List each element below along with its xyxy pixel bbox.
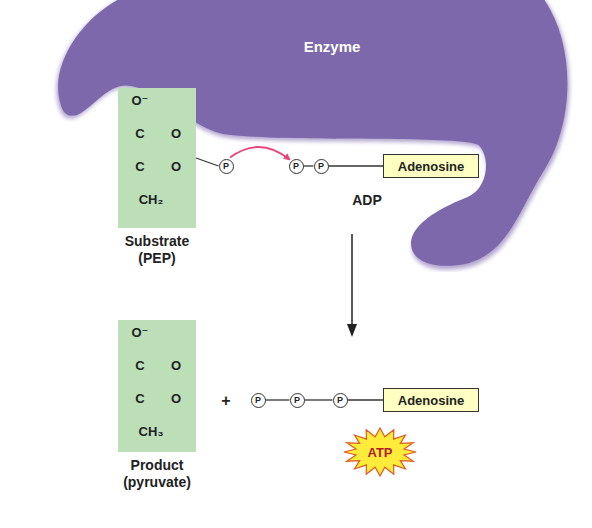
atom-label: O xyxy=(171,127,181,140)
bond-line xyxy=(329,165,384,166)
enzyme-label: Enzyme xyxy=(304,39,361,54)
bond-line xyxy=(348,399,384,400)
free-label: ADP xyxy=(352,193,382,207)
phosphate-circle: P xyxy=(219,159,234,174)
free-label: + xyxy=(221,393,230,409)
adenosine-box: Adenosine xyxy=(383,154,479,178)
adenosine-box: Adenosine xyxy=(383,388,479,412)
transfer-arrow xyxy=(230,147,290,160)
atom-label: O xyxy=(171,160,181,173)
phosphate-circle: P xyxy=(314,159,329,174)
atom-label: CH₂ xyxy=(139,193,164,206)
adenosine-label: Adenosine xyxy=(398,160,464,173)
phosphate-label: P xyxy=(337,396,343,405)
atom-label: CH₃ xyxy=(139,425,164,438)
bond-line xyxy=(304,165,314,166)
atom-label: C xyxy=(135,160,144,173)
phosphate-label: P xyxy=(318,162,324,171)
phosphate-label: P xyxy=(255,396,261,405)
molecule-box: O⁻COCOCH₃Product (pyruvate) xyxy=(118,320,196,452)
bond-line xyxy=(196,158,219,166)
phosphate-circle: P xyxy=(289,159,304,174)
phosphate-circle: P xyxy=(333,393,348,408)
phosphate-label: P xyxy=(223,162,229,171)
phosphate-label: P xyxy=(293,162,299,171)
molecule-caption: Product (pyruvate) xyxy=(109,457,205,491)
atom-label: C xyxy=(135,392,144,405)
phosphate-circle: P xyxy=(251,393,266,408)
atom-label: O⁻ xyxy=(132,326,149,339)
atom-label: C xyxy=(135,127,144,140)
molecule-box: O⁻COCOCH₂Substrate (PEP) xyxy=(118,88,196,228)
atp-label: ATP xyxy=(367,446,392,459)
adenosine-label: Adenosine xyxy=(398,394,464,407)
enzyme-body xyxy=(58,0,567,266)
reaction-arrow xyxy=(347,234,357,337)
starburst xyxy=(344,428,416,476)
phosphate-circle: P xyxy=(290,393,305,408)
bond-line xyxy=(305,399,333,400)
atom-label: O⁻ xyxy=(132,94,149,107)
atp-starburst: ATP xyxy=(343,427,417,477)
atom-label: O xyxy=(171,359,181,372)
bond-line xyxy=(266,399,290,400)
enzyme-outline xyxy=(0,0,592,272)
atom-label: C xyxy=(135,359,144,372)
phosphate-label: P xyxy=(294,396,300,405)
molecule-caption: Substrate (PEP) xyxy=(109,233,205,267)
enzyme-shape: Enzyme xyxy=(0,0,592,272)
atom-label: O xyxy=(171,392,181,405)
